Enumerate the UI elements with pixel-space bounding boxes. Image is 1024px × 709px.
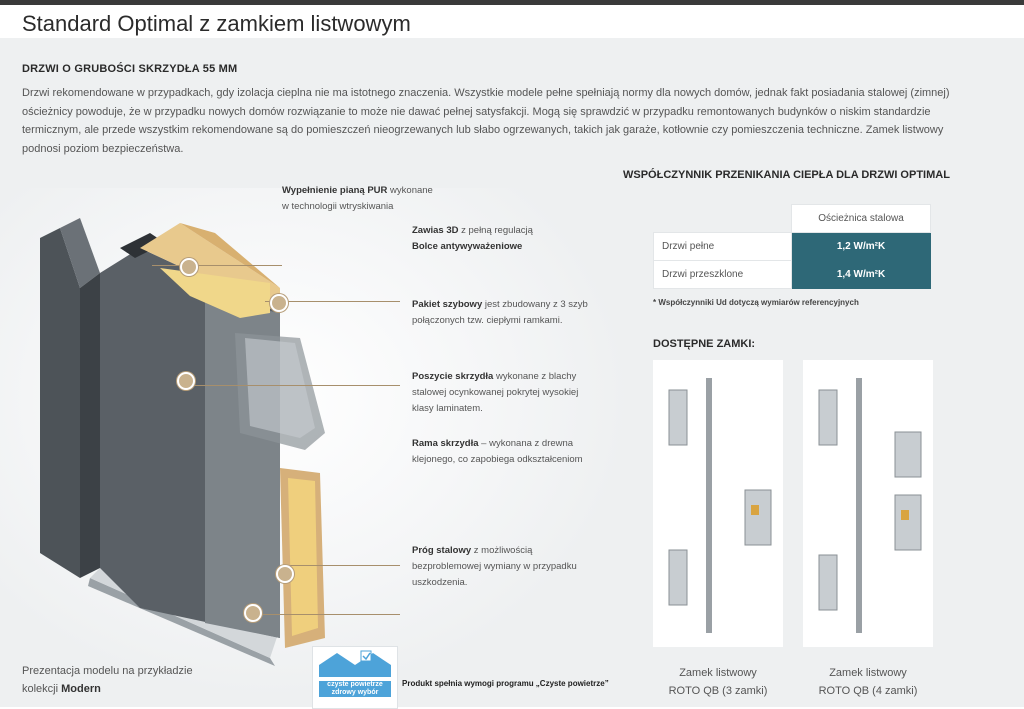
locks-heading: DOSTĘPNE ZAMKI:	[653, 338, 756, 350]
page-title: Standard Optimal z zamkiem listwowym	[22, 11, 411, 36]
top-accent-bar	[0, 0, 1024, 5]
hook-lock-top	[668, 389, 688, 446]
callout-dot-1	[180, 258, 198, 276]
coefficients-heading: WSPÓŁCZYNNIK PRZENIKANIA CIEPŁA DLA DRZW…	[623, 169, 950, 181]
callout-hinge-bold2: Bolce antywyważeniowe	[412, 241, 523, 252]
hook-lock-bottom	[668, 549, 688, 606]
foam-lower	[288, 478, 318, 636]
lock-bar	[856, 378, 862, 633]
value-full-door: 1,2 W/m²K	[791, 232, 931, 261]
frame-outer	[40, 228, 80, 578]
section-heading: DRZWI O GRUBOŚCI SKRZYDŁA 55 MM	[22, 63, 238, 75]
frame-top	[60, 218, 100, 288]
leader-line-1	[152, 265, 282, 266]
model-caption-bold: Modern	[61, 683, 101, 695]
callout-pur-foam-bold: Wypełnienie pianą PUR	[282, 185, 388, 196]
callout-hinge-text: z pełną regulacją	[458, 225, 533, 236]
main-lock	[744, 489, 772, 546]
callout-dot-5	[244, 604, 262, 622]
coefficients-table: Ościeżnica stalowa Drzwi pełne 1,2 W/m²K…	[653, 204, 931, 289]
callout-frame-bold: Rama skrzydła	[412, 438, 479, 449]
door-cross-section-illustration	[40, 218, 325, 666]
lock-strip-3-illustration	[668, 378, 772, 633]
lock-caption-3-line2: ROTO QB (3 zamki)	[668, 685, 768, 697]
column-header-steel-frame: Ościeżnica stalowa	[791, 204, 931, 233]
callout-pur-foam: Wypełnienie pianą PUR wykonane w technol…	[282, 183, 442, 215]
foam-fill	[160, 268, 270, 318]
main-lock-cylinder	[901, 510, 909, 520]
callout-dot-3	[177, 372, 195, 390]
leader-line-4	[192, 385, 400, 386]
table-row: Ościeżnica stalowa	[654, 204, 931, 233]
badge-label: czyste powietrze zdrowy wybór	[319, 681, 391, 697]
value-glazed-door: 1,4 W/m²K	[791, 260, 931, 289]
callout-threshold: Próg stalowy z możliwością bezproblemowe…	[412, 543, 592, 591]
coefficients-note: * Współczynniki Ud dotyczą wymiarów refe…	[653, 298, 859, 307]
lock-card-3	[653, 360, 783, 647]
lock-caption-4-line2: ROTO QB (4 zamki)	[818, 685, 918, 697]
checkmark-icon	[362, 652, 371, 661]
callout-dot-2	[270, 294, 288, 312]
callout-hinge-bold: Zawias 3D	[412, 225, 459, 236]
main-lock	[894, 494, 922, 551]
badge-line1: czyste powietrze	[327, 681, 383, 688]
callout-threshold-text: z możliwością bezproblemowej wymiany w p…	[412, 545, 577, 588]
lock-bar	[706, 378, 712, 633]
glass-inner	[245, 338, 315, 438]
hook-lock-bottom	[818, 554, 838, 611]
callout-frame: Rama skrzydła – wykonana z drewna klejon…	[412, 436, 592, 468]
callout-glass-pack-bold: Pakiet szybowy	[412, 299, 483, 310]
row-label-glazed-door: Drzwi przeszklone	[653, 260, 792, 289]
content-area: DRZWI O GRUBOŚCI SKRZYDŁA 55 MM Drzwi re…	[0, 38, 1024, 709]
callout-cladding: Poszycie skrzydła wykonane z blachy stal…	[412, 369, 592, 417]
model-caption: Prezentacja modelu na przykładzie kolekc…	[22, 662, 222, 698]
lock-caption-3: Zamek listwowy ROTO QB (3 zamki)	[643, 664, 793, 700]
table-row: Drzwi przeszklone 1,4 W/m²K	[653, 260, 931, 289]
lock-strip-4-illustration	[818, 378, 922, 633]
callout-glass-pack: Pakiet szybowy jest zbudowany z 3 szyb p…	[412, 297, 597, 329]
callout-pur-foam-text: wykonane w technologii wtryskiwania	[282, 185, 433, 212]
upper-lock	[894, 431, 922, 478]
title-bar: Standard Optimal z zamkiem listwowym	[0, 5, 1024, 38]
row-label-full-door: Drzwi pełne	[653, 232, 792, 261]
main-lock-cylinder	[751, 505, 759, 515]
callout-dot-4	[276, 565, 294, 583]
frame-profile	[120, 233, 165, 258]
house-icon	[319, 650, 391, 677]
table-corner	[654, 205, 792, 233]
lock-caption-3-line1: Zamek listwowy	[679, 667, 757, 679]
foam-top	[180, 223, 280, 288]
clean-air-badge: czyste powietrze zdrowy wybór	[312, 646, 398, 709]
lock-card-4	[803, 360, 933, 647]
callout-hinge: Zawias 3D z pełną regulacją Bolce antywy…	[412, 223, 562, 255]
callout-frame-text: – wykonana z drewna klejonego, co zapobi…	[412, 438, 583, 465]
callout-glass-pack-text: jest zbudowany z 3 szyb połączonych tzw.…	[412, 299, 588, 326]
table-row: Drzwi pełne 1,2 W/m²K	[653, 232, 931, 261]
badge-line2: zdrowy wybór	[331, 689, 379, 696]
program-note: Produkt spełnia wymogi programu „Czyste …	[402, 679, 609, 688]
leader-line-3	[265, 301, 400, 302]
callout-cladding-bold: Poszycie skrzydła	[412, 371, 494, 382]
leader-line-6b	[260, 614, 400, 615]
callout-threshold-bold: Próg stalowy	[412, 545, 472, 556]
leader-line-6	[290, 565, 400, 566]
frame-inner	[80, 273, 100, 578]
lock-caption-4: Zamek listwowy ROTO QB (4 zamki)	[793, 664, 943, 700]
model-caption-text: Prezentacja modelu na przykładzie kolekc…	[22, 665, 193, 695]
lock-caption-4-line1: Zamek listwowy	[829, 667, 907, 679]
intro-paragraph: Drzwi rekomendowane w przypadkach, gdy i…	[22, 87, 950, 155]
hook-lock-top	[818, 389, 838, 446]
callout-cladding-text: wykonane z blachy stalowej ocynkowanej p…	[412, 371, 579, 414]
